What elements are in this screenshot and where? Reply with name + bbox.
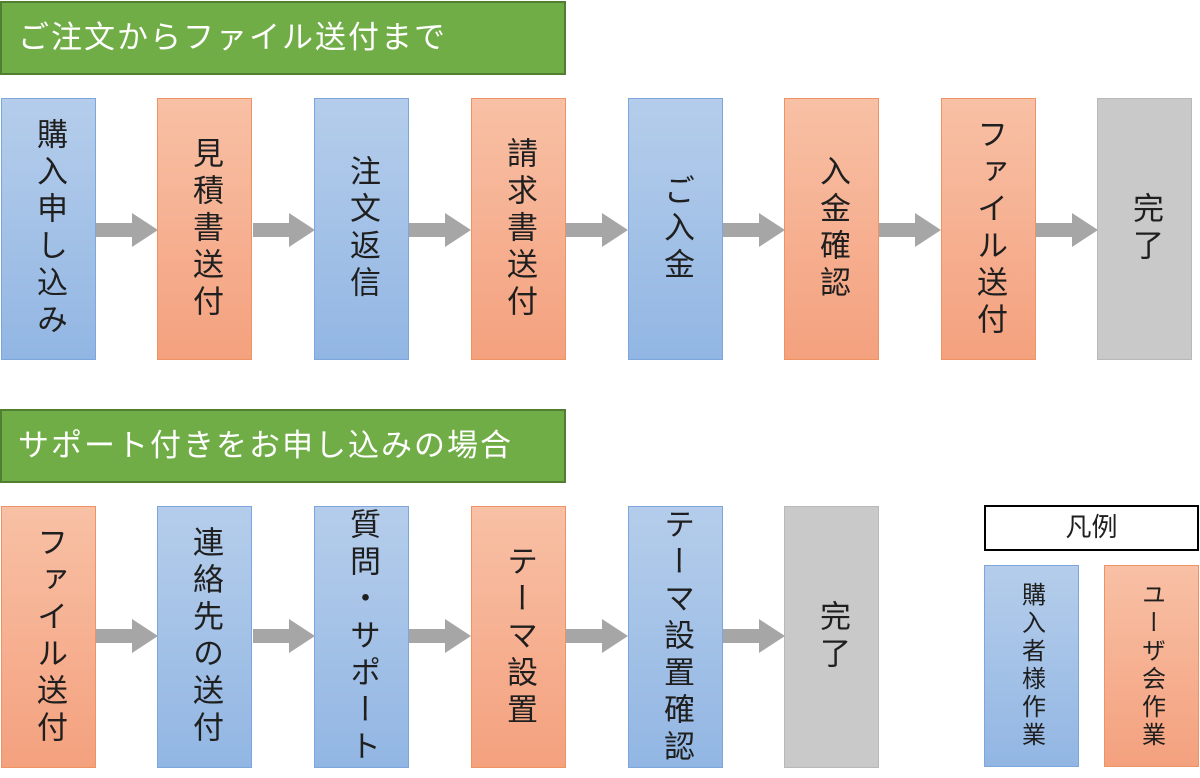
step-label: 購入申し込み <box>31 118 67 340</box>
step-send-estimate: 見積書送付 <box>157 98 252 360</box>
step-theme-install: テーマ設置 <box>471 506 566 768</box>
step-label: 入金確認 <box>814 155 850 303</box>
step-questions-support: 質問・サポート <box>314 506 409 768</box>
step-theme-install-confirm: テーマ設置確認 <box>628 506 723 768</box>
step-label: テーマ設置確認 <box>658 507 694 767</box>
arrow-right-icon <box>723 619 785 653</box>
step-payment-confirmation: 入金確認 <box>784 98 879 360</box>
step-label: 見積書送付 <box>187 136 223 322</box>
arrow-right-icon <box>253 213 315 247</box>
legend-label: ユーザ会作業 <box>1137 582 1166 750</box>
arrow-right-icon <box>409 213 471 247</box>
arrow-right-icon <box>566 619 628 653</box>
legend-title: 凡例 <box>984 505 1199 551</box>
step-order-reply: 注文返信 <box>314 98 409 360</box>
arrow-right-icon <box>566 213 628 247</box>
arrow-right-icon <box>879 213 941 247</box>
step-label: 連絡先の送付 <box>187 526 223 748</box>
step-payment: ご入金 <box>628 98 723 360</box>
arrow-right-icon <box>96 213 158 247</box>
step-label: 注文返信 <box>344 155 380 303</box>
section1-banner: ご注文からファイル送付まで <box>0 1 566 75</box>
step-label: ファイル送付 <box>971 118 1007 340</box>
step-purchase-application: 購入申し込み <box>1 98 96 360</box>
arrow-right-icon <box>409 619 471 653</box>
step-label: テーマ設置 <box>501 544 537 730</box>
step-label: ご入金 <box>658 173 694 285</box>
step-complete: 完了 <box>784 506 879 768</box>
arrow-right-icon <box>723 213 785 247</box>
arrow-right-icon <box>96 619 158 653</box>
step-label: ファイル送付 <box>31 526 67 748</box>
step-label: 質問・サポート <box>344 507 380 767</box>
legend-label: 購入者様作業 <box>1017 582 1046 750</box>
step-label: 完了 <box>1127 192 1163 266</box>
legend-user-work: ユーザ会作業 <box>1104 565 1199 767</box>
step-send-invoice: 請求書送付 <box>471 98 566 360</box>
arrow-right-icon <box>253 619 315 653</box>
legend-buyer-work: 購入者様作業 <box>984 565 1079 767</box>
step-send-file: ファイル送付 <box>1 506 96 768</box>
arrow-right-icon <box>1036 213 1098 247</box>
step-send-contact: 連絡先の送付 <box>157 506 252 768</box>
step-complete: 完了 <box>1097 98 1192 360</box>
step-label: 完了 <box>814 600 850 674</box>
section2-banner: サポート付きをお申し込みの場合 <box>0 409 566 483</box>
step-label: 請求書送付 <box>501 136 537 322</box>
step-send-file: ファイル送付 <box>941 98 1036 360</box>
